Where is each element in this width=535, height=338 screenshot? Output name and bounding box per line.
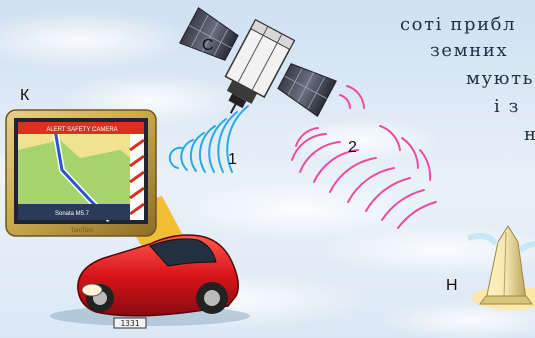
navigator-bottom-info: Sonata M5.7 [55,211,90,217]
navigator-banner: ALERT SAFETY CAMERA [46,127,117,133]
signal-2-label: 2 [348,139,357,156]
text-line-1: соті прибл [400,14,516,35]
navigator-device: ALERT SAFETY CAMERA Sonata M5.7 TomTom [6,110,156,236]
text-line-2: земних [430,40,508,61]
text-line-5: н [524,124,535,145]
text-line-3: мують [466,68,534,89]
car-plate: 1331 [120,319,139,328]
satellite-label: С [202,37,214,54]
navigator-brand: TomTom [71,228,94,234]
station-label: Н [446,277,458,294]
signal-1-label: 1 [228,151,237,168]
text-line-4: і з [494,96,520,117]
navigator-label: К [20,87,30,104]
